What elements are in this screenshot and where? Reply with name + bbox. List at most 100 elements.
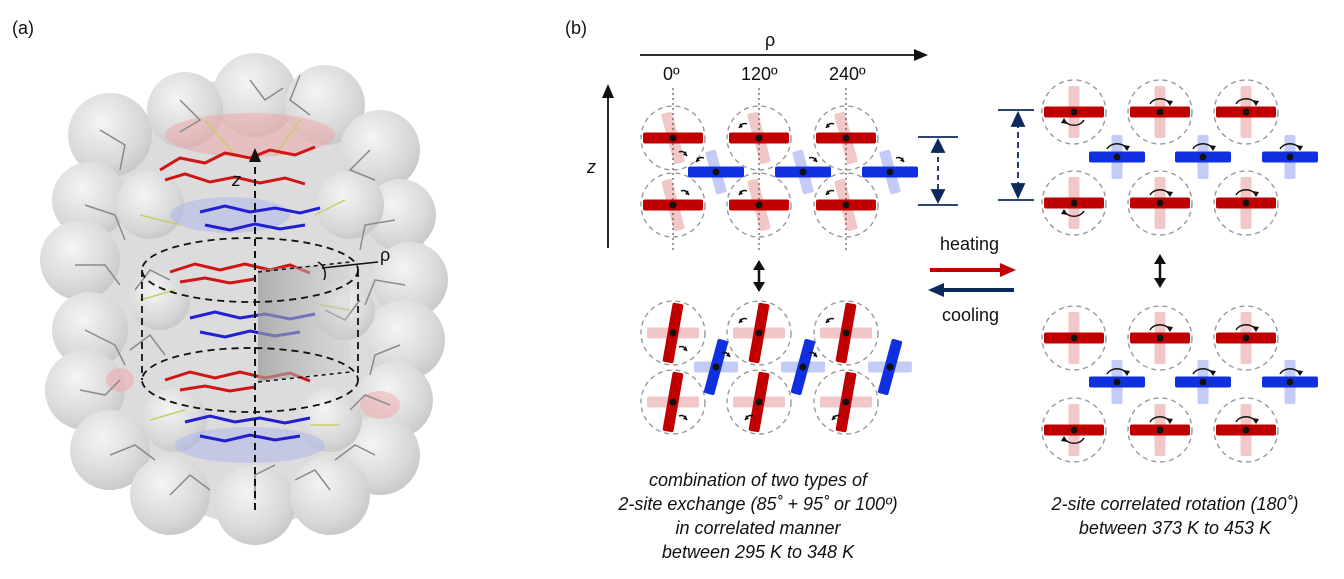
blue-stator-unit [1175,360,1231,404]
arrow-head [1061,436,1068,442]
red-rotor-unit [726,105,792,171]
site-circle [1041,305,1107,371]
red-rotor-unit [813,369,879,435]
arrow-head [1166,326,1173,332]
site-circle [1127,170,1193,236]
pivot-dot [1113,153,1121,161]
z-axis-label-a: z [232,170,241,190]
left-caption-line-4: between 295 K to 348 K [661,542,855,562]
arrow-head [1296,370,1303,376]
pivot-dot [842,201,850,209]
pivot-dot [842,398,850,406]
cooling-arrow [928,283,1014,297]
blue-stator-unit [1089,135,1145,179]
red-rotor-unit [1213,170,1279,236]
arrow-head [1252,418,1259,424]
site-circle [813,369,879,435]
arrow-head [832,415,836,420]
right-caption-line-1: 2-site correlated rotation (180˚) [1051,494,1299,514]
arrow-head [1296,145,1303,151]
arrow-head [685,190,689,195]
arrow-head [826,190,830,195]
transition-arrow-left [753,260,765,292]
rho-axis-label-b: ρ [765,30,776,50]
pivot-dot [1070,108,1078,116]
rho-label-a: ρ [380,245,391,265]
arrow-head [1209,145,1216,151]
pivot-dot [842,329,850,337]
site-circle [1213,170,1279,236]
site-circle [640,300,706,366]
pivot-dot [755,201,763,209]
red-rotor-unit [1041,305,1107,371]
red-rotor-unit [1127,397,1193,463]
site-circle [640,105,706,171]
rho-axis [640,49,928,61]
arrow-head [813,352,817,357]
arrow-head [745,415,749,420]
site-circle [726,172,792,238]
panel-b-label: (b) [565,18,587,38]
angle-tick-120: 120º [741,64,778,84]
pivot-dot [1156,199,1164,207]
left-caption-line-1: combination of two types of [648,470,868,490]
site-circle [1041,397,1107,463]
pivot-dot [886,168,894,176]
pivot-dot [755,398,763,406]
rotor-units [640,79,1318,463]
red-rotor-unit [726,369,792,435]
pivot-dot [712,168,720,176]
red-rotor-unit [813,300,879,366]
arrow-head [683,346,687,351]
blue-stator-unit [775,149,831,195]
site-circle [813,105,879,171]
red-rotor-unit [1213,305,1279,371]
blue-stator-unit [694,338,738,396]
pivot-dot [1242,199,1250,207]
blue-stator-unit [868,338,912,396]
site-circle [726,105,792,171]
red-rotor-unit [726,300,792,366]
z-axis-b [602,84,614,248]
alkyl-sticks [75,74,406,500]
red-rotor-unit [1127,170,1193,236]
left-caption-line-3: in correlated manner [675,518,841,538]
panel-a-label: (a) [12,18,34,38]
pivot-dot [755,329,763,337]
arrow-head [1166,100,1173,106]
red-rotor-unit [1213,79,1279,145]
site-circle [1127,79,1193,145]
pivot-dot [842,134,850,142]
pivot-dot [1242,426,1250,434]
height-bracket-left [918,136,958,206]
pivot-dot [799,168,807,176]
site-circle [1041,170,1107,236]
pivot-dot [1199,153,1207,161]
arrow-head [1166,191,1173,197]
arrow-head [1123,370,1130,376]
blue-stator-unit [862,149,918,195]
site-circle [1127,305,1193,371]
angle-tick-0: 0º [663,64,680,84]
site-circle [1213,397,1279,463]
site-circle [726,300,792,366]
red-rotor-unit [1127,305,1193,371]
arrow-head [1166,418,1173,424]
pivot-dot [1156,108,1164,116]
arrow-head [739,318,743,323]
pivot-dot [669,329,677,337]
site-circle [640,369,706,435]
blue-stator-unit [1262,360,1318,404]
arrow-head [696,157,700,162]
vdw-surface [40,53,448,545]
arrow-head [1061,118,1068,124]
pivot-dot [1286,153,1294,161]
right-caption: 2-site correlated rotation (180˚) betwee… [1010,492,1340,540]
red-rotor-unit [813,105,879,171]
red-rotor-unit [726,172,792,238]
pivot-dot [1070,334,1078,342]
red-rotor-unit [1041,397,1107,463]
pivot-dot [1156,426,1164,434]
angle-guides [672,88,847,250]
z-axis-label-b: z [587,157,596,177]
